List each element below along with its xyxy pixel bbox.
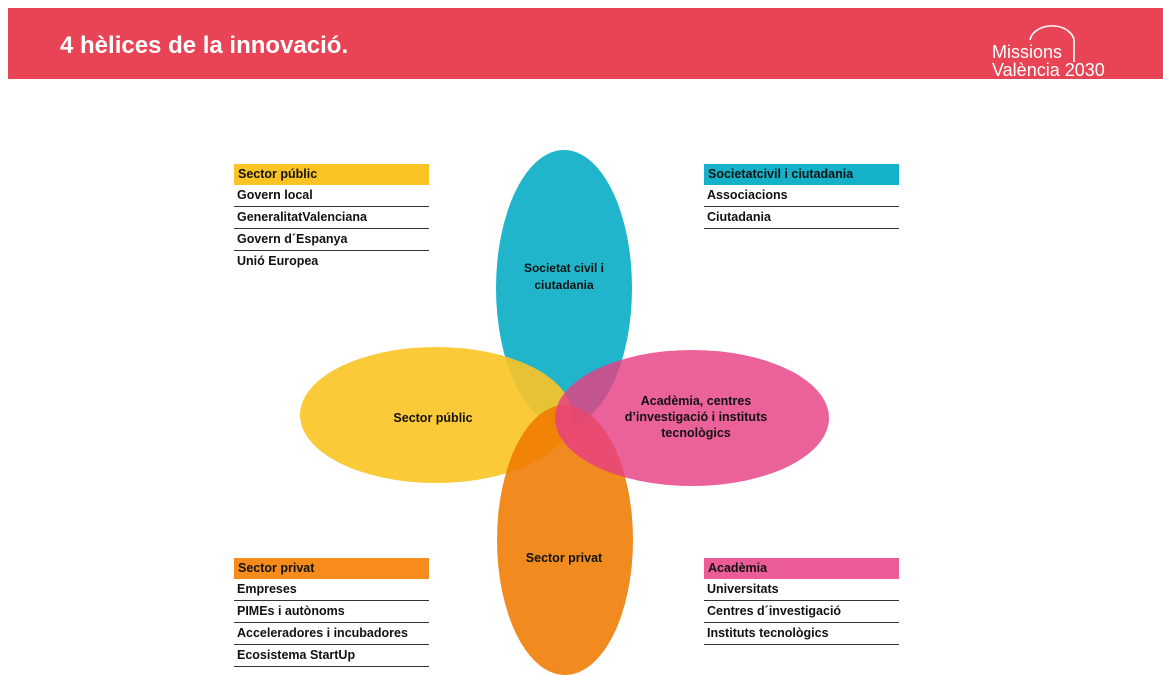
petal-private <box>497 405 633 675</box>
panel-title-civil: Societatcivil i ciutadania <box>704 164 899 185</box>
panel-civil-society: Societatcivil i ciutadania Associacions … <box>704 164 899 229</box>
list-item: Ciutadania <box>704 207 899 229</box>
missions-valencia-logo: Missions València 2030 <box>988 22 1148 82</box>
list-item: Govern local <box>234 185 429 207</box>
logo-arc-icon <box>1029 25 1075 62</box>
list-item: Universitats <box>704 579 899 601</box>
petal-label-civil-2: ciutadania <box>534 278 594 292</box>
list-item: PIMEs i autònoms <box>234 601 429 623</box>
petal-label-civil-1: Societat civil i <box>524 261 604 275</box>
list-item: Ecosistema StartUp <box>234 645 429 667</box>
list-item: Acceleradores i incubadores <box>234 623 429 645</box>
list-item: Empreses <box>234 579 429 601</box>
panel-title-public: Sector públic <box>234 164 429 185</box>
logo-text-line2: València 2030 <box>992 60 1105 80</box>
petal-civil <box>496 150 632 426</box>
petal-label-academia-3: tecnològics <box>661 426 731 440</box>
header-bar: 4 hèlices de la innovació. Missions Valè… <box>8 8 1163 79</box>
logo-text-line1: Missions <box>992 42 1063 62</box>
list-item: Unió Europea <box>237 254 319 268</box>
list-item: Centres d´investigació <box>704 601 899 623</box>
petal-label-academia-1: Acadèmia, centres <box>641 394 752 408</box>
page-title: 4 hèlices de la innovació. <box>60 32 349 59</box>
petal-academia <box>555 350 829 486</box>
list-item: Associacions <box>704 185 899 207</box>
panel-sector-public: Sector públic Govern local GeneralitatVa… <box>234 164 429 272</box>
list-item: Govern d´Espanya <box>234 229 429 251</box>
panel-academia: Acadèmia Universitats Centres d´investig… <box>704 558 899 645</box>
panel-sector-private: Sector privat Empreses PIMEs i autònoms … <box>234 558 429 667</box>
panel-title-academia: Acadèmia <box>704 558 899 579</box>
petal-label-private: Sector privat <box>526 551 603 565</box>
petal-label-public: Sector públic <box>393 411 472 425</box>
petal-label-academia-2: d’investigació i instituts <box>625 410 767 424</box>
petal-public <box>300 347 572 483</box>
panel-title-private: Sector privat <box>234 558 429 579</box>
list-item: GeneralitatValenciana <box>234 207 429 229</box>
list-item: Instituts tecnològics <box>704 623 899 645</box>
